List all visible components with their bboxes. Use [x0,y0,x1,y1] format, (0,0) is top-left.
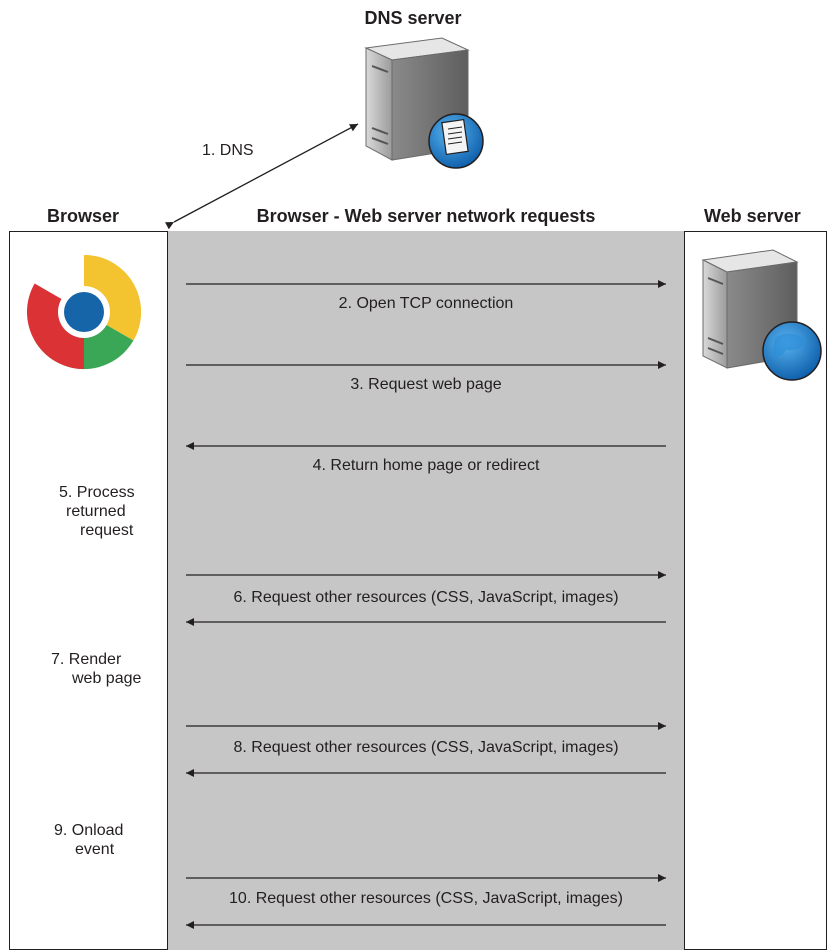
browser-step: 9. Onload event [54,821,123,859]
step-line: returned [66,503,126,520]
web-server-icon [701,249,822,381]
request-label: 3. Request web page [350,376,502,393]
chrome-browser-icon [27,254,142,370]
browser-step: 5. Process returned request [59,483,135,540]
request-label: 8. Request other resources (CSS, JavaScr… [233,739,619,756]
webserver-column-header: Web server [704,206,801,226]
request-label: 4. Return home page or redirect [312,457,540,474]
step-line: event [75,841,115,858]
step-line: request [80,522,134,539]
step-line: 9. Onload [54,822,124,839]
step-line: 7. Render [51,651,122,668]
dns-arrow [165,123,359,230]
step-line: 5. Process [59,484,135,501]
request-label: 2. Open TCP connection [338,295,514,312]
dns-server-icon [364,37,484,169]
request-label: 10. Request other resources (CSS, JavaSc… [229,890,623,907]
browser-column-header: Browser [47,206,120,226]
request-label: 6. Request other resources (CSS, JavaScr… [233,589,619,606]
dns-server-title: DNS server [364,8,462,28]
browser-step: 7. Render web page [51,650,141,688]
step-line: web page [72,670,142,687]
network-lane [167,231,685,950]
